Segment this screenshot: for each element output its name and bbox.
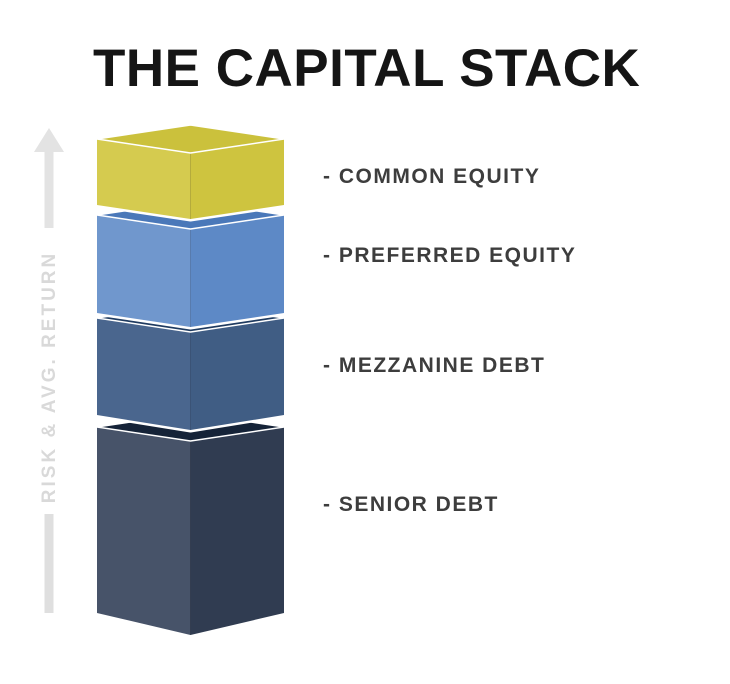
stack-3d [94, 122, 287, 638]
page-title: THE CAPITAL STACK [93, 39, 641, 98]
layer-left-face [97, 139, 191, 219]
layer-label-mezzanine-debt: - MEZZANINE DEBT [323, 354, 546, 377]
layer-right-face [190, 427, 284, 635]
layer-left-face [97, 215, 191, 327]
layer-left-face [97, 318, 191, 430]
risk-return-axis: RISK & AVG. RETURN [34, 128, 64, 613]
layer-label-common-equity: - COMMON EQUITY [323, 165, 541, 188]
axis-label: RISK & AVG. RETURN [39, 251, 60, 503]
layer-right-face [190, 215, 284, 327]
layer-top-face [96, 124, 285, 154]
layer-label-senior-debt: - SENIOR DEBT [323, 493, 499, 516]
layer-right-face [190, 139, 284, 219]
layer-left-face [97, 427, 191, 635]
layer-common-equity [94, 122, 287, 222]
up-arrow-icon [34, 128, 64, 228]
layer-senior-debt [94, 410, 287, 638]
layer-right-face [190, 318, 284, 430]
layer-label-preferred-equity: - PREFERRED EQUITY [323, 244, 577, 267]
axis-line [44, 514, 54, 613]
